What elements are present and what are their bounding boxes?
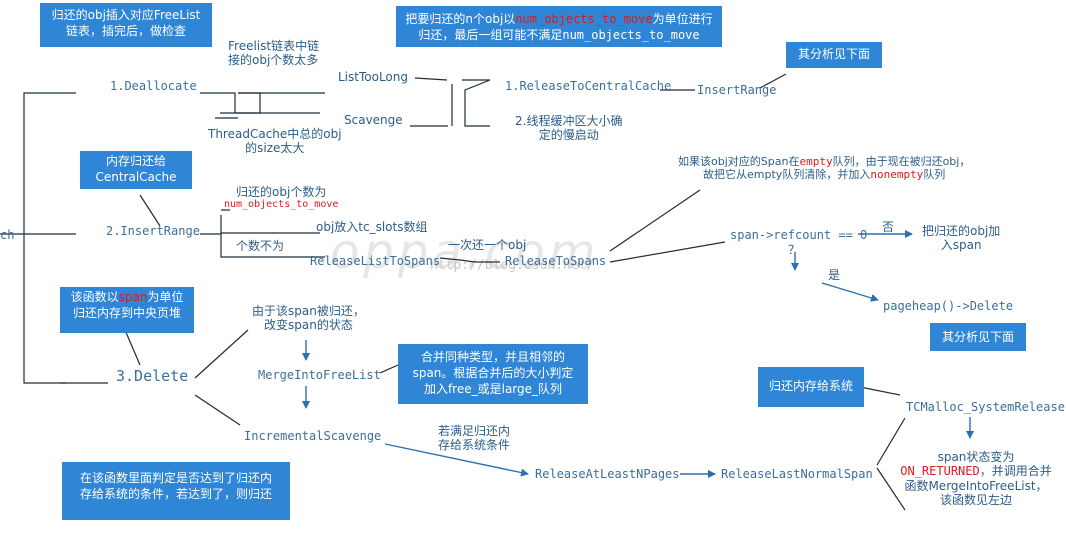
- freelist-long-note: Freelist链表中链 接的obj个数太多: [228, 39, 320, 68]
- one-at-a-time-label: 一次还一个obj: [448, 238, 527, 252]
- system-note-box: 归还内存给系统: [758, 367, 864, 407]
- watermark: oppa.com: [330, 224, 600, 280]
- tc-slots-label: obj放入tc_slots数组: [316, 220, 428, 234]
- add-to-span-note: 把归还的obj加 入span: [922, 224, 1001, 253]
- dealloc-note-box: 归还的obj插入对应FreeList 链表，插完后，做检查: [40, 3, 212, 47]
- release-list-to-spans-label: ReleaseListToSpans: [310, 254, 441, 268]
- refcount-condition: span->refcount == 0: [730, 228, 868, 242]
- move-note-box: 把要归还的n个obj以num_objects_to_move为单位进行 归还，最…: [396, 6, 722, 47]
- insert-range-call-label: InsertRange: [697, 83, 777, 97]
- count-not-label: 个数不为: [236, 239, 285, 253]
- release-last-normal-label: ReleaseLastNormalSpan: [721, 467, 873, 481]
- insert-range-analysis-box: 其分析见下面: [786, 42, 882, 68]
- delete-note-box: 该函数以span为单位 归还内存到中央页堆: [60, 287, 194, 333]
- central-cache-box: 内存归还给 CentralCache: [80, 151, 192, 189]
- incremental-scavenge-label: IncrementalScavenge: [244, 429, 382, 443]
- step-delete: 3.Delete: [116, 367, 189, 385]
- pageheap-delete-label: pageheap()->Delete: [883, 299, 1014, 313]
- list-too-long-label: ListTooLong: [338, 70, 408, 84]
- span-returned-note: 由于该span被归还， 改变span的状态: [252, 304, 365, 333]
- span-state-note: span状态变为 ON_RETURNED，并调用合并 函数MergeIntoFr…: [900, 450, 1052, 508]
- merge-note-box: 合并同种类型，并且相邻的 span。根据合并后的大小判定 加入free_或是la…: [398, 344, 588, 404]
- no-label: 否: [882, 220, 895, 234]
- release-to-central-label: 1.ReleaseToCentralCache: [505, 79, 672, 93]
- release-at-least-label: ReleaseAtLeastNPages: [535, 467, 680, 481]
- step-insert-range: 2.InsertRange: [106, 224, 200, 238]
- root-label: ch: [0, 228, 15, 242]
- merge-into-freelist-label: MergeIntoFreeList: [258, 368, 381, 382]
- insert-count-note: 归还的obj个数为 num_objects_to_move: [224, 185, 339, 211]
- scavenge-label: Scavenge: [344, 113, 403, 127]
- yes-label: 是: [828, 268, 841, 282]
- thread-cache-note: ThreadCache中总的obj 的size太大: [208, 127, 342, 156]
- delete-analysis-box: 其分析见下面: [930, 323, 1026, 351]
- meet-condition-note: 若满足归还内 存给系统条件: [438, 424, 511, 453]
- refcount-question: ？: [788, 243, 801, 257]
- slow-start-note: 2.线程缓冲区大小确 定的慢启动: [515, 114, 623, 143]
- step-deallocate: 1.Deallocate: [110, 79, 197, 93]
- span-queue-note: 如果该obj对应的Span在empty队列，由于现在被归还obj， 故把它从em…: [678, 155, 971, 182]
- release-to-spans-label: ReleaseToSpans: [505, 254, 607, 268]
- system-release-label: TCMalloc_SystemRelease: [906, 400, 1065, 414]
- scavenge-note-box: 在该函数里面判定是否达到了归还内 存给系统的条件，若达到了，则归还: [62, 462, 290, 520]
